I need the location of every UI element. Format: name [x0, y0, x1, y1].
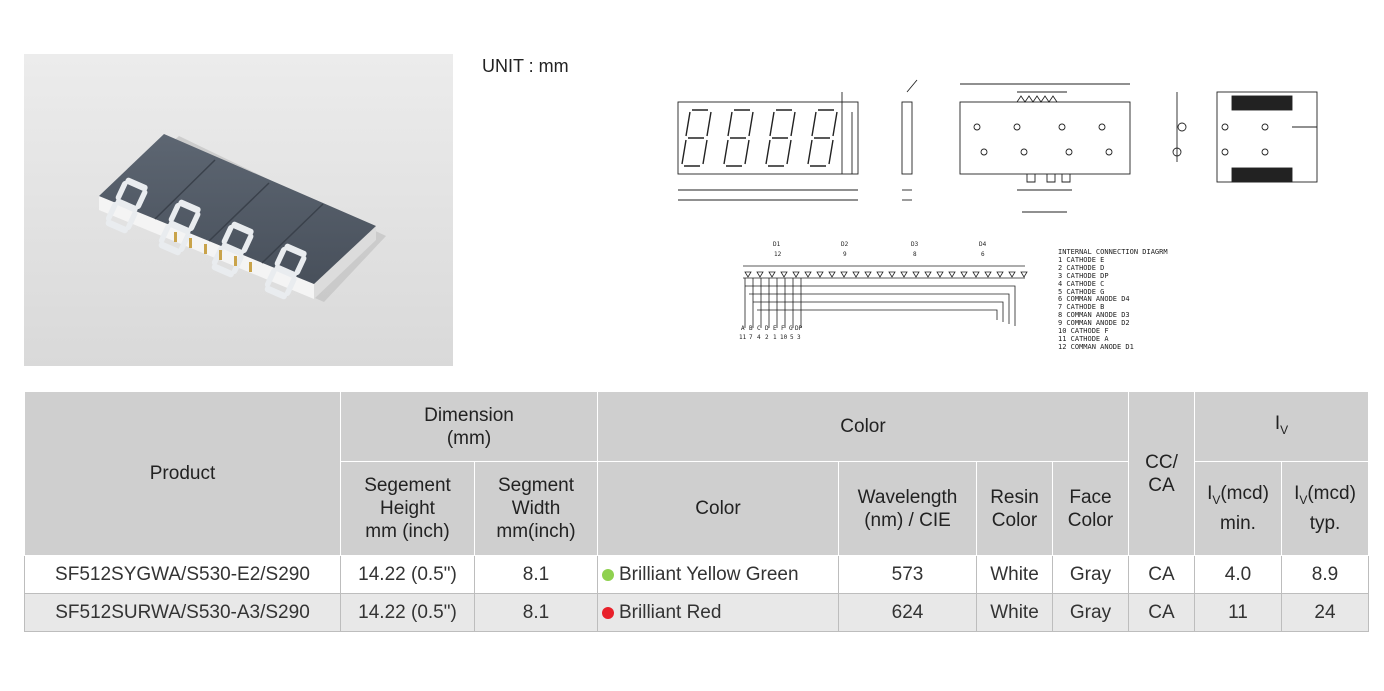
iv-subscript: V	[1280, 422, 1289, 437]
pin-entry: 5 CATHODE G	[1058, 287, 1105, 296]
pin-entry: 7 CATHODE B	[1058, 303, 1105, 312]
segment-letter: C	[757, 325, 761, 332]
header-segment-height: Segement Height mm (inch)	[340, 461, 475, 556]
cell-wavelength: 624	[838, 593, 977, 632]
iv-symbol: I	[1274, 412, 1281, 434]
header-cc-ca: CC/ CA	[1128, 391, 1195, 556]
segment-pin: 7	[749, 334, 753, 341]
segment-pin: 4	[757, 334, 761, 341]
digit-label: D3	[911, 241, 919, 248]
pin-entry: 11 CATHODE A	[1058, 334, 1109, 343]
segment-letter: B	[749, 325, 753, 332]
table-row: SF512SURWA/S530-A3/S290 14.22 (0.5") 8.1…	[24, 593, 1369, 632]
header-color-group: Color	[597, 391, 1129, 462]
header-iv-group: IV	[1194, 391, 1369, 462]
pin-entry: 12 COMMAN ANODE D1	[1058, 342, 1134, 351]
digit-pin: 8	[913, 251, 917, 258]
digit-pin: 6	[981, 251, 985, 258]
cell-segment-height: 14.22 (0.5")	[340, 555, 475, 594]
iv-subscript: V	[1212, 492, 1221, 507]
cell-segment-height: 14.22 (0.5")	[340, 593, 475, 632]
cell-segment-width: 8.1	[474, 555, 598, 594]
segment-pin: 2	[765, 334, 769, 341]
internal-connection-schematic: D1 D2 D3 D4 12 9 8 6 A B C D E F G DP 11…	[739, 241, 1028, 341]
header-resin-color: Resin Color	[976, 461, 1053, 556]
connection-title: INTERNAL CONNECTION DIAGRM	[1058, 248, 1168, 256]
pin-entry: 1 CATHODE E	[1058, 255, 1105, 264]
pin-entry: 8 COMMAN ANODE D3	[1058, 311, 1130, 320]
header-product: Product	[24, 391, 341, 556]
header-segment-width: Segment Width mm(inch)	[474, 461, 598, 556]
color-name: Brilliant Red	[619, 601, 722, 623]
cell-iv-typ: 24	[1281, 593, 1369, 632]
table-row: SF512SYGWA/S530-E2/S290 14.22 (0.5") 8.1…	[24, 555, 1369, 594]
pin-entry: 2 CATHODE D	[1058, 263, 1105, 272]
cell-cc-ca: CA	[1128, 555, 1195, 594]
cell-face-color: Gray	[1052, 593, 1129, 632]
digit-pin: 9	[843, 251, 847, 258]
header-color: Color	[597, 461, 839, 556]
pin-entry: 9 COMMAN ANODE D2	[1058, 319, 1130, 328]
digit-label: D2	[841, 241, 849, 248]
cell-color: Brilliant Yellow Green	[597, 555, 839, 594]
pin-entry: 6 COMMAN ANODE D4	[1058, 295, 1130, 304]
segment-pin: 10	[780, 334, 788, 341]
segment-letter: D	[765, 325, 769, 332]
color-dot-icon	[602, 606, 614, 619]
cell-product: SF512SURWA/S530-A3/S290	[24, 593, 341, 632]
segment-letter: E	[773, 325, 777, 332]
iv-min-unit: (mcd) min.	[1220, 483, 1269, 534]
product-photo	[24, 54, 453, 366]
segment-pin: 1	[773, 334, 777, 341]
pin-entry: 4 CATHODE C	[1058, 279, 1105, 288]
digit-pin: 12	[774, 251, 782, 258]
cell-iv-min: 11	[1194, 593, 1282, 632]
digit-label: D1	[773, 241, 781, 248]
cell-cc-ca: CA	[1128, 593, 1195, 632]
iv-subscript: V	[1299, 492, 1308, 507]
iv-symbol: I	[1294, 483, 1300, 505]
color-dot-icon	[602, 568, 614, 581]
iv-symbol: I	[1207, 483, 1213, 505]
cell-resin-color: White	[976, 555, 1053, 594]
segment-pin: 5	[790, 334, 794, 341]
pin-entry: 10 CATHODE F	[1058, 327, 1109, 336]
seven-segment-display-illustration	[99, 134, 386, 302]
pin-entry: 3 CATHODE DP	[1058, 271, 1109, 280]
digit-label: D4	[979, 241, 987, 248]
header-iv-min: IV(mcd) min.	[1194, 461, 1282, 556]
cell-wavelength: 573	[838, 555, 977, 594]
segment-pin: 3	[797, 334, 801, 341]
cell-segment-width: 8.1	[474, 593, 598, 632]
cell-iv-min: 4.0	[1194, 555, 1282, 594]
segment-pin: 11	[739, 334, 747, 341]
cell-iv-typ: 8.9	[1281, 555, 1369, 594]
segment-letter: F	[781, 325, 785, 332]
cell-resin-color: White	[976, 593, 1053, 632]
header-face-color: Face Color	[1052, 461, 1129, 556]
header-iv-typ: IV(mcd) typ.	[1281, 461, 1369, 556]
iv-typ-unit: (mcd) typ.	[1307, 483, 1356, 534]
unit-label: UNIT : mm	[482, 56, 569, 76]
header-wavelength: Wavelength (nm) / CIE	[838, 461, 977, 556]
color-name: Brilliant Yellow Green	[619, 563, 799, 585]
header-dimension: Dimension (mm)	[340, 391, 598, 462]
spec-table: Product Dimension (mm) Color CC/ CA IV S…	[24, 391, 1369, 632]
segment-letter: G	[789, 325, 793, 332]
segment-letter: DP	[795, 325, 803, 332]
cell-color: Brilliant Red	[597, 593, 839, 632]
dimension-drawing	[677, 79, 1318, 213]
cell-face-color: Gray	[1052, 555, 1129, 594]
cell-product: SF512SYGWA/S530-E2/S290	[24, 555, 341, 594]
segment-letter: A	[741, 325, 745, 332]
